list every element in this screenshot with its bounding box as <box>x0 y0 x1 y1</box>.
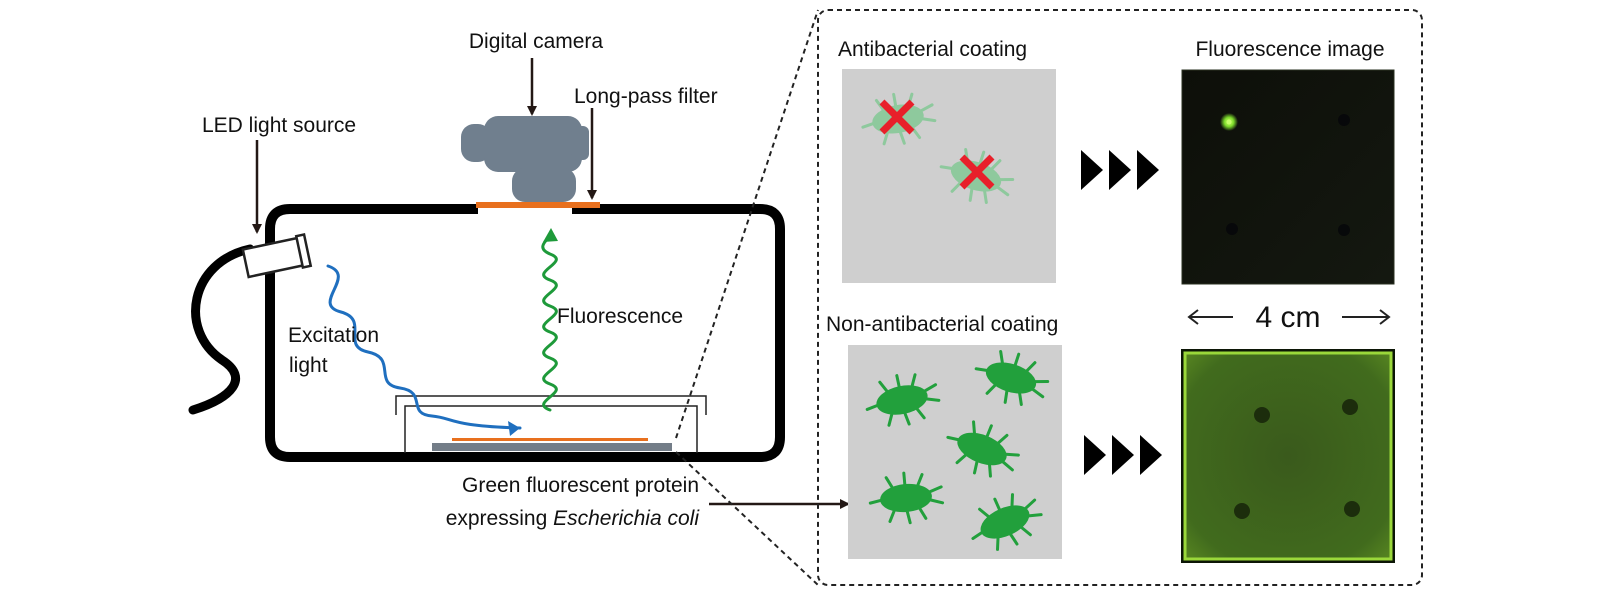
fluorescence-image-label: Fluorescence image <box>1195 38 1384 61</box>
digital-camera-label: Digital camera <box>469 30 604 53</box>
long-pass-filter <box>476 202 600 208</box>
fluorescence-image-non-antibacterial <box>1181 349 1395 563</box>
triple-arrow-icon <box>1084 435 1162 475</box>
sample-dish <box>395 395 707 453</box>
inset-panel <box>817 9 1423 586</box>
sample-coating <box>452 438 648 441</box>
chamber-outline <box>265 204 785 462</box>
led-cable <box>188 244 255 415</box>
antibacterial-coating-label: Antibacterial coating <box>838 38 1027 61</box>
fluorescence-image-antibacterial <box>1181 69 1395 285</box>
excitation-light-label-line1: Excitation <box>288 324 379 347</box>
gfp-species-name: Escherichia coli <box>553 507 700 530</box>
non-antibacterial-coating-label: Non-antibacterial coating <box>826 313 1058 336</box>
imaging-chamber <box>265 204 785 462</box>
zoom-line-top <box>675 9 819 439</box>
fluorescence-wave-label: Fluorescence <box>557 305 683 328</box>
fluorescence-wave <box>541 228 558 412</box>
excitation-light-label-line2: light <box>289 354 328 377</box>
led-light-source <box>188 233 313 415</box>
long-pass-filter-label: Long-pass filter <box>574 85 718 108</box>
excitation-light-wave <box>326 264 522 436</box>
gfp-label-line1: Green fluorescent protein <box>462 474 699 497</box>
cross-mark-icon <box>879 99 915 135</box>
triple-arrow-icon <box>1081 150 1159 190</box>
scale-bar-label: 4 cm <box>1255 301 1320 334</box>
cross-mark-icon <box>959 154 995 190</box>
antibacterial-sample <box>842 69 1056 283</box>
digital-camera-icon <box>461 116 589 202</box>
led-light-source-label: LED light source <box>202 114 356 137</box>
zoom-line-bottom <box>675 451 819 586</box>
sample-plate <box>432 443 672 451</box>
non-antibacterial-sample <box>848 341 1062 561</box>
gfp-label-line2: expressing Escherichia coli <box>446 507 701 530</box>
scale-bar <box>1187 309 1391 325</box>
